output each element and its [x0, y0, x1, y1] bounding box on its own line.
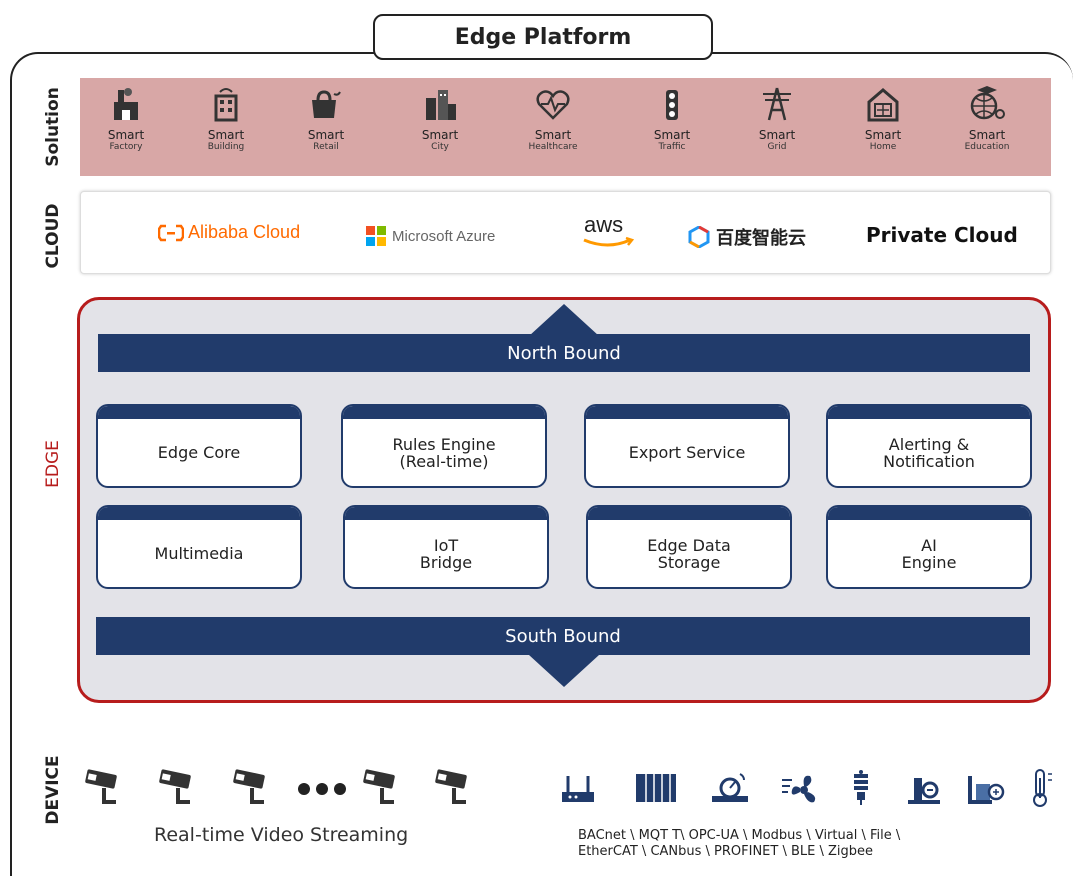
south-arrow-icon: [529, 655, 599, 687]
solution-sublabel: Home: [869, 142, 897, 152]
solution-sublabel: Factory: [109, 142, 143, 152]
solution-item: Smart Education: [937, 82, 1037, 174]
module-rules-engine: Rules Engine (Real-time): [341, 404, 547, 488]
layer-label-solution: Solution: [43, 87, 63, 167]
module-label: Edge Core: [157, 443, 241, 462]
solution-label: Smart: [421, 128, 459, 142]
layer-label-device: DEVICE: [43, 755, 63, 825]
layer-label-cloud: CLOUD: [43, 203, 63, 269]
ellipsis-icon: [298, 783, 346, 795]
module-header: [98, 507, 300, 520]
city-icon: [426, 90, 456, 120]
alibaba-icon: [158, 224, 184, 241]
layer-label-edge: EDGE: [43, 440, 63, 488]
module-label: Alerting & Notification: [883, 434, 975, 471]
solution-sublabel: City: [431, 142, 449, 152]
solution-sublabel: Building: [207, 142, 245, 152]
thermometer-icon: [1033, 769, 1052, 807]
solution-sublabel: Education: [964, 142, 1010, 152]
module-label: Edge Data Storage: [647, 535, 731, 572]
baidu-cloud-icon: [688, 226, 710, 248]
module-label: Rules Engine (Real-time): [392, 434, 496, 471]
microsoft-azure-logo: Microsoft Azure: [366, 226, 495, 246]
module-header: [586, 406, 788, 419]
camera-icon: [85, 769, 117, 804]
south-bound-bar: South Bound: [96, 617, 1030, 655]
protocols-list: BACnet \ MQT T\ OPC-UA \ Modbus \ Virtua…: [578, 828, 901, 859]
camera-icon: [233, 769, 265, 804]
flow-meter-icon: [712, 773, 748, 802]
building-icon: [214, 88, 238, 122]
tank-icon: [968, 776, 1005, 804]
camera-icon: [435, 769, 467, 804]
page-title: Edge Platform: [373, 14, 713, 60]
module-header: [343, 406, 545, 419]
module-header: [828, 406, 1030, 419]
solution-label: Smart: [107, 128, 145, 142]
solution-item: Smart Factory: [76, 82, 176, 174]
solution-label: Smart: [207, 128, 245, 142]
solution-sublabel: Retail: [313, 142, 339, 152]
solution-item: Smart Building: [176, 82, 276, 174]
solution-item: Smart City: [390, 82, 490, 174]
module-header: [98, 406, 300, 419]
solution-label: Smart: [307, 128, 345, 142]
plc-icon: [636, 774, 676, 802]
module-header: [345, 507, 547, 520]
baidu-cloud-logo: 百度智能云: [688, 224, 806, 250]
module-label: AI Engine: [901, 535, 957, 572]
module-export-service: Export Service: [584, 404, 790, 488]
router-icon: [562, 776, 594, 802]
solution-item: Smart Healthcare: [503, 82, 603, 174]
fan-icon: [782, 775, 816, 803]
module-edge-core: Edge Core: [96, 404, 302, 488]
solution-sublabel: Grid: [767, 142, 787, 152]
solution-sublabel: Healthcare: [528, 142, 578, 152]
module-iot-bridge: IoT Bridge: [343, 505, 549, 589]
module-edge-data-storage: Edge Data Storage: [586, 505, 792, 589]
baidu-cloud-label: 百度智能云: [716, 228, 806, 249]
solution-label: Smart: [758, 128, 796, 142]
solution-label: Smart: [653, 128, 691, 142]
solution-item: Smart Traffic: [622, 82, 722, 174]
traffic-light-icon: [666, 90, 678, 120]
camera-icon: [363, 769, 395, 804]
north-bound-bar: North Bound: [98, 334, 1030, 372]
module-label: Export Service: [628, 443, 746, 462]
boiler-icon: [908, 778, 940, 804]
retail-icon: [312, 90, 341, 118]
microsoft-azure-label: Microsoft Azure: [392, 227, 496, 245]
heart-icon: [536, 90, 570, 120]
solution-sublabel: Traffic: [658, 142, 686, 152]
solution-item: Smart Grid: [727, 82, 827, 174]
alibaba-cloud-label: Alibaba Cloud: [188, 222, 301, 242]
solution-item: Smart Home: [833, 82, 933, 174]
solution-label: Smart: [534, 128, 572, 142]
alibaba-cloud-logo: Alibaba Cloud: [158, 222, 300, 243]
education-icon: [970, 86, 1005, 120]
video-streaming-caption: Real-time Video Streaming: [154, 824, 409, 846]
home-icon: [867, 88, 899, 122]
solution-label: Smart: [864, 128, 902, 142]
factory-icon: [114, 88, 138, 120]
module-multimedia: Multimedia: [96, 505, 302, 589]
module-label: IoT Bridge: [419, 535, 473, 572]
camera-icon: [159, 769, 191, 804]
aws-logo: aws: [582, 212, 638, 252]
aws-smile-icon: [583, 236, 635, 247]
solution-item: Smart Retail: [276, 82, 376, 174]
power-tower-icon: [763, 87, 791, 121]
module-label: Multimedia: [154, 544, 244, 563]
module-header: [588, 507, 790, 520]
bulb-icon: [854, 770, 868, 805]
north-arrow-icon: [529, 304, 599, 336]
cloud-band: [80, 191, 1051, 274]
aws-label: aws: [584, 212, 624, 237]
module-ai-engine: AI Engine: [826, 505, 1032, 589]
module-header: [828, 507, 1030, 520]
private-cloud-label: Private Cloud: [866, 223, 1018, 247]
solution-label: Smart: [968, 128, 1006, 142]
module-alerting: Alerting & Notification: [826, 404, 1032, 488]
microsoft-icon: [366, 226, 386, 246]
